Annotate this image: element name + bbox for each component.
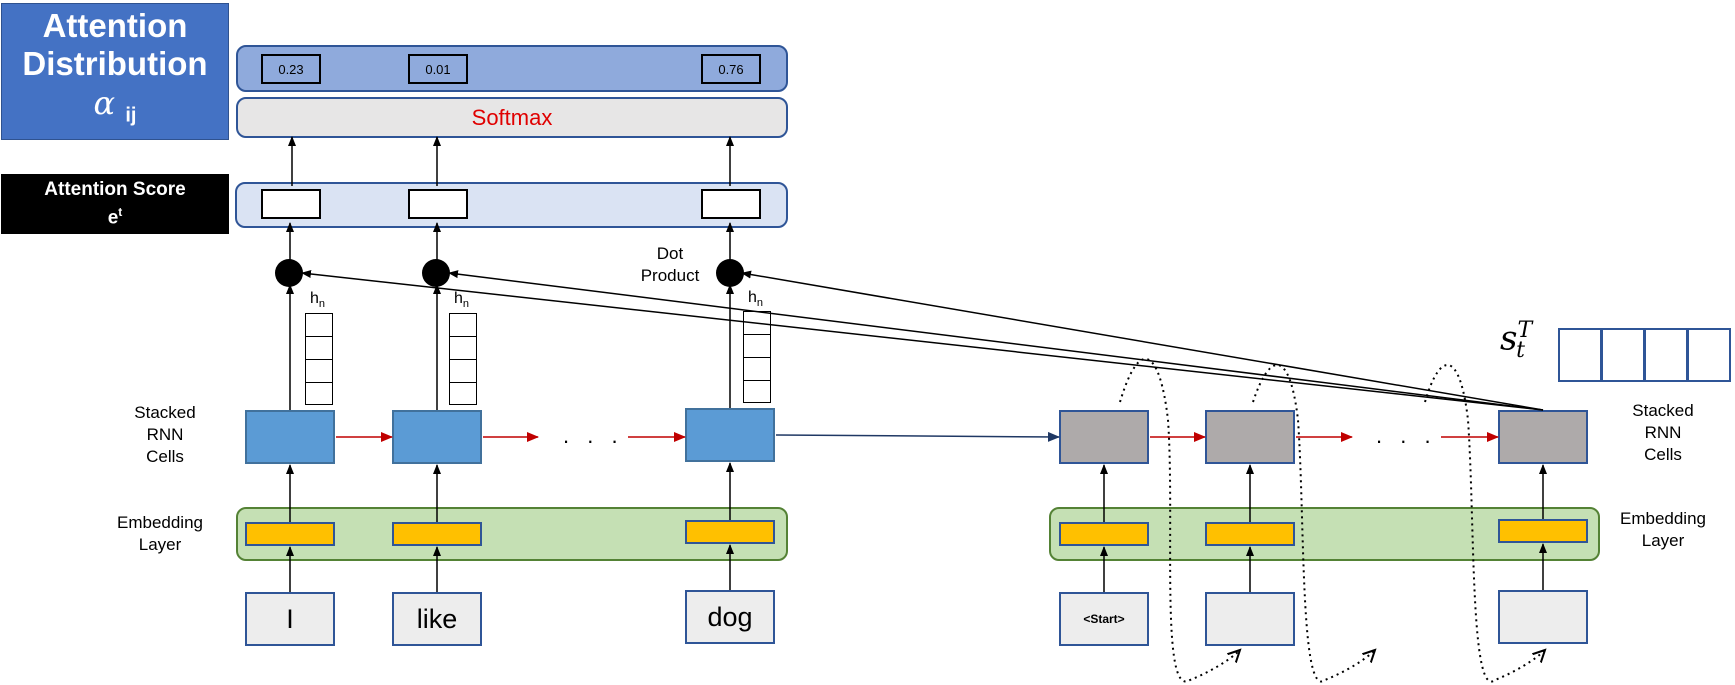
dot-product-label: Dot Product xyxy=(640,244,700,285)
decoder-state-cell-1 xyxy=(1558,328,1602,382)
decoder-input-start: <Start> xyxy=(1059,592,1149,646)
decoder-embedding-label: Embedding Layer xyxy=(1619,509,1706,550)
decoder-rnn-label: Stacked RNN Cells xyxy=(1632,401,1694,464)
decoder-rnn-cell-2 xyxy=(1205,410,1295,464)
attention-score-symbol: et xyxy=(107,204,123,229)
attention-distribution-bar xyxy=(236,45,788,92)
title-line2: Distribution xyxy=(22,45,208,83)
encoder-rnn-cell-3 xyxy=(685,408,775,462)
encoder-rnn-cell-2 xyxy=(392,410,482,464)
score-cell-2 xyxy=(408,189,468,219)
title-line1: Attention xyxy=(42,7,188,45)
input-word-1: I xyxy=(245,592,335,646)
dot-product-node-3 xyxy=(716,259,744,287)
encoder-rnn-cell-1 xyxy=(245,410,335,464)
attention-score-title: Attention Score et xyxy=(1,174,229,234)
decoder-state-cell-2 xyxy=(1601,328,1645,382)
score-cell-1 xyxy=(261,189,321,219)
encoder-ellipsis: . . . xyxy=(563,423,624,448)
feedback-loop-1 xyxy=(1119,357,1240,683)
encoder-embedding-cell-3 xyxy=(685,520,775,544)
dot-product-node-2 xyxy=(422,259,450,287)
context-arrow xyxy=(775,431,1060,442)
arrow-attn-dot3 xyxy=(741,270,1544,411)
distribution-value-3: 0.76 xyxy=(701,54,761,84)
hidden-state-vector-2 xyxy=(449,313,477,405)
distribution-value-2: 0.01 xyxy=(408,54,468,84)
arrow-attn-dot2 xyxy=(448,270,1544,411)
decoder-embedding-cell-2 xyxy=(1205,522,1295,546)
decoder-state-label: sTt xyxy=(1500,318,1533,364)
distribution-value-1: 0.23 xyxy=(261,54,321,84)
decoder-ellipsis: . . . xyxy=(1376,423,1437,448)
attention-score-bar xyxy=(235,182,788,228)
encoder-embedding-label: Embedding Layer xyxy=(116,513,203,554)
decoder-input-2 xyxy=(1205,592,1295,646)
alpha-symbol: α ij xyxy=(93,84,137,127)
decoder-rnn-cell-1 xyxy=(1059,410,1149,464)
decoder-input-3 xyxy=(1498,590,1588,644)
score-cell-3 xyxy=(701,189,761,219)
decoder-embedding-cell-3 xyxy=(1498,519,1588,543)
attention-score-label: Attention Score xyxy=(44,178,186,200)
input-word-2: like xyxy=(392,592,482,646)
input-word-3: dog xyxy=(685,590,775,644)
encoder-embedding-cell-1 xyxy=(245,522,335,546)
encoder-rnn-label: Stacked RNN Cells xyxy=(134,403,196,466)
decoder-rnn-cell-3 xyxy=(1498,410,1588,464)
dot-product-node-1 xyxy=(275,259,303,287)
decoder-embedding-cell-1 xyxy=(1059,522,1149,546)
hidden-label-2: hn xyxy=(454,290,470,311)
attention-distribution-title: Attention Distribution α ij xyxy=(1,3,229,140)
decoder-state-cell-4 xyxy=(1687,328,1731,382)
feedback-loop-3 xyxy=(1424,364,1545,683)
softmax-layer: Softmax xyxy=(236,97,788,138)
encoder-embedding-cell-2 xyxy=(392,522,482,546)
hidden-label-1: hn xyxy=(310,290,326,311)
hidden-state-vector-1 xyxy=(305,313,333,405)
hidden-label-3: hn xyxy=(748,289,764,310)
feedback-loop-2 xyxy=(1252,364,1375,683)
arrow-attn-dot1 xyxy=(301,270,1544,411)
